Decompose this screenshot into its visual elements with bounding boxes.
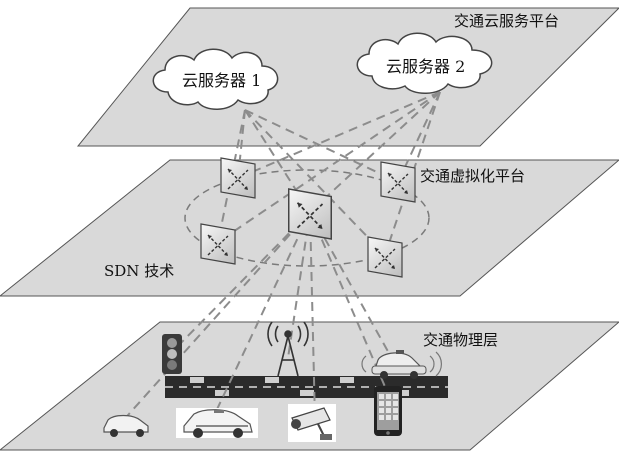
road xyxy=(165,376,448,398)
sdn-tech-label: SDN 技术 xyxy=(104,262,174,280)
sdn-switch-icon xyxy=(220,157,256,199)
sdn-switch-center-icon xyxy=(287,188,333,240)
car-icon xyxy=(103,414,149,437)
sdn-switch-icon xyxy=(367,236,403,278)
physical-layer-title: 交通物理层 xyxy=(423,331,498,349)
autonomous-car-icon xyxy=(361,350,442,379)
smartphone-icon xyxy=(374,386,402,436)
cloud-server-1-label: 云服务器 1 xyxy=(182,71,261,90)
cloud-server-2: 云服务器 2 xyxy=(356,32,493,94)
virtual-layer-title: 交通虚拟化平台 xyxy=(420,167,525,185)
sdn-ring xyxy=(184,169,430,267)
cloud-server-2-label: 云服务器 2 xyxy=(386,57,465,76)
police-car-icon xyxy=(176,408,258,438)
cctv-camera-icon xyxy=(288,404,336,442)
sdn-switch-icon xyxy=(380,161,416,203)
cloud-layer-title: 交通云服务平台 xyxy=(454,12,559,30)
cloud-server-1: 云服务器 1 xyxy=(152,48,279,110)
sdn-switch-icon xyxy=(200,223,236,265)
traffic-light-icon xyxy=(162,334,182,374)
cloud-layer-plane xyxy=(76,7,619,147)
signal-tower-icon xyxy=(267,321,309,377)
